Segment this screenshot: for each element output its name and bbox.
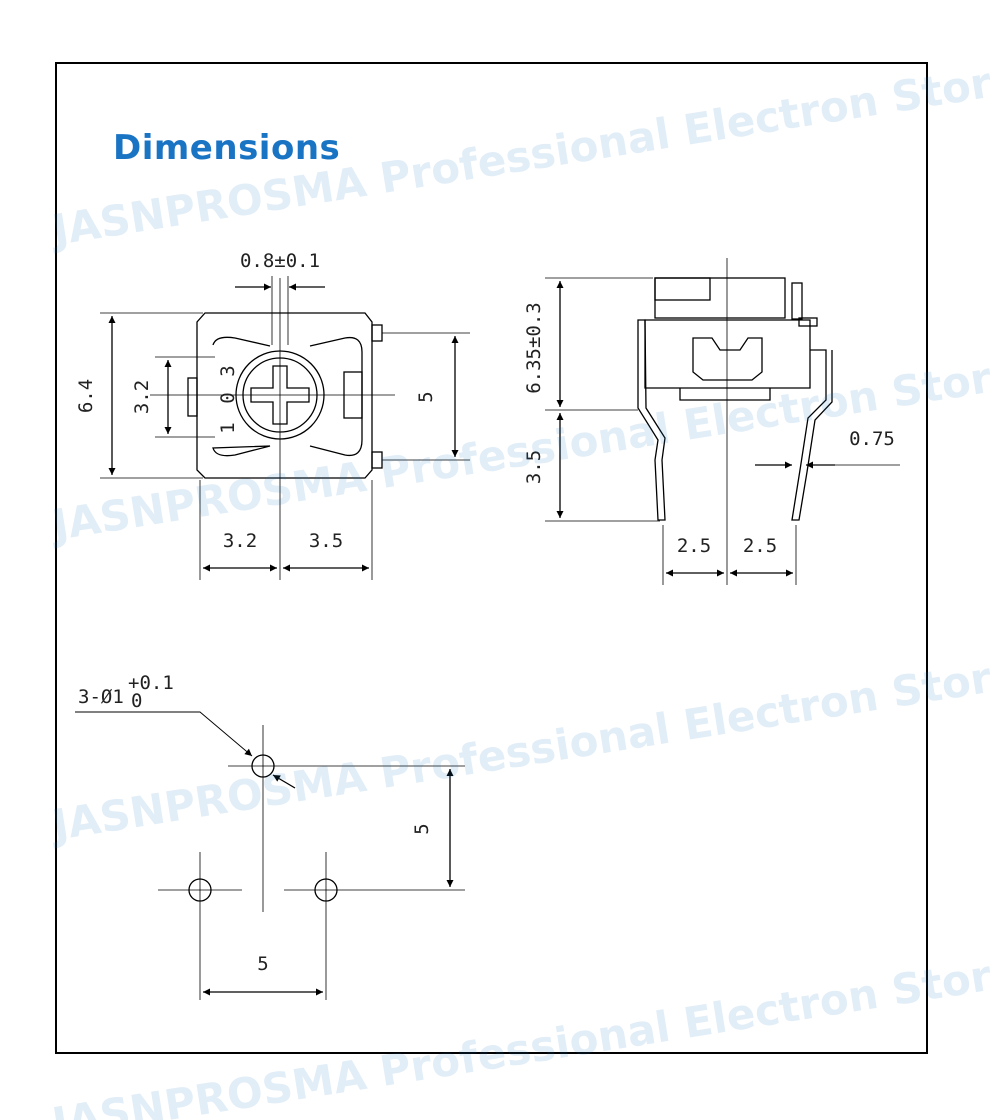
height-label: 6.4: [75, 379, 97, 413]
pitch-right-label: 2.5: [743, 535, 777, 557]
right-width-label: 3.5: [309, 530, 343, 552]
hole-tolerance-minus: 0: [131, 690, 142, 712]
left-width-label: 3.2: [223, 530, 257, 552]
pitch-left-label: 2.5: [677, 535, 711, 557]
cross-slot: [250, 365, 310, 425]
side-view-knob: [654, 277, 786, 319]
watermark: JASNPROSMA Professional Electron Store: [46, 946, 990, 1120]
lead-thickness-label: 0.75: [849, 428, 895, 450]
lead-length-label: 3.5: [523, 450, 545, 484]
side-view-body: [644, 319, 811, 389]
body-height-label: 6.35±0.3: [523, 302, 545, 394]
footprint-view: [75, 711, 465, 1000]
inner-height-label: 3.2: [131, 380, 153, 414]
marking-3: 3: [217, 365, 239, 376]
footprint-vertical-label: 5: [411, 823, 433, 834]
marking-0: 0: [217, 392, 239, 403]
hole-tolerance-plus: +0.1: [128, 672, 174, 694]
side-view: [545, 258, 900, 585]
left-lead: [637, 319, 666, 521]
top-view: [100, 276, 470, 580]
watermark-group: JASNPROSMA Professional Electron Store J…: [46, 53, 990, 1120]
footprint-horizontal-label: 5: [257, 953, 268, 975]
page-title: Dimensions: [113, 128, 341, 168]
hole-spec-label: 3-Ø1: [78, 686, 124, 708]
right-lead: [791, 349, 833, 521]
pin-pitch-label: 5: [415, 391, 437, 402]
pin-width-label: 0.8±0.1: [240, 250, 320, 272]
top-view-body-outline: [196, 312, 373, 479]
diagram-frame: [55, 62, 928, 1054]
watermark: JASNPROSMA Professional Electron Store: [46, 648, 990, 850]
marking-1: 1: [217, 422, 239, 433]
